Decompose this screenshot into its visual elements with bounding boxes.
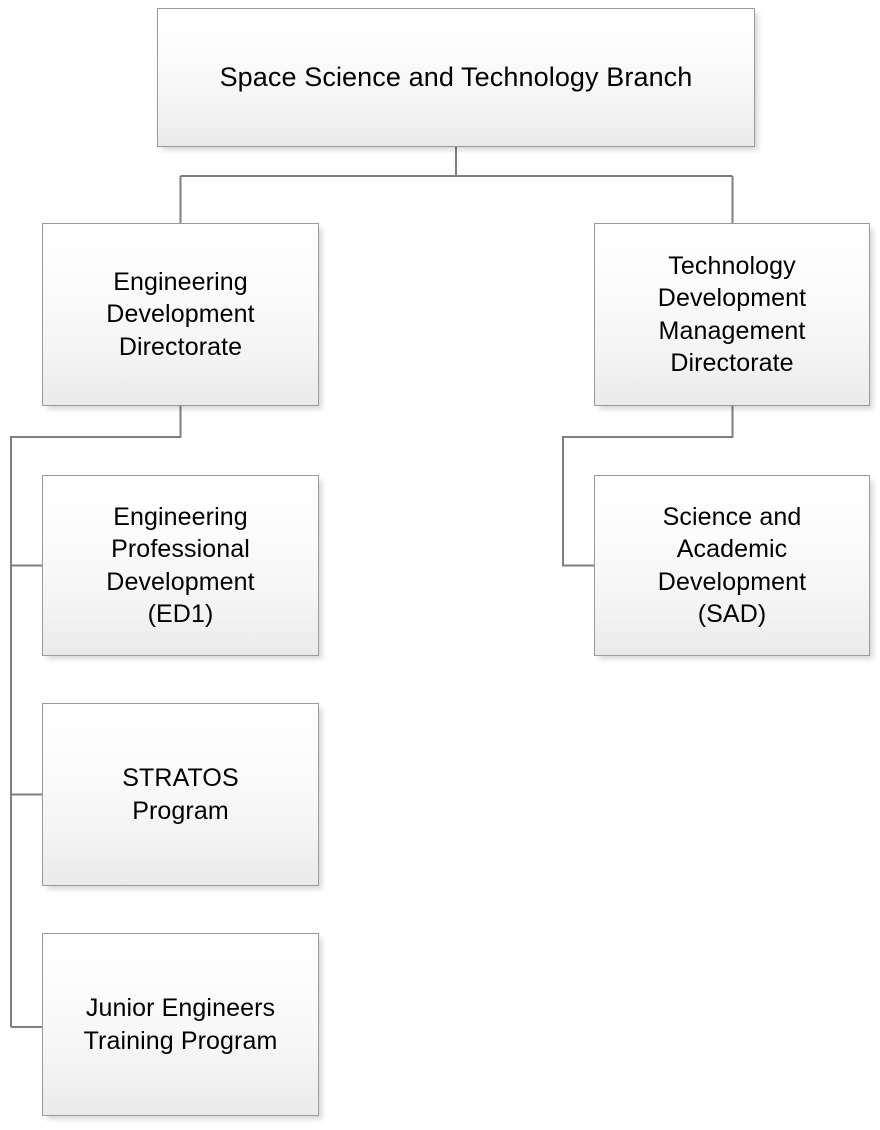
org-node-label: STRATOS Program	[122, 764, 239, 825]
org-node-space-science-and-technology-branch[interactable]: Space Science and Technology Branch	[157, 8, 755, 147]
org-node-technology-development-management-directorate[interactable]: Technology Development Management Direct…	[594, 223, 870, 406]
org-node-label: Science and Academic Development (SAD)	[657, 502, 807, 629]
org-node-junior-engineers-training-program[interactable]: Junior Engineers Training Program	[42, 933, 319, 1116]
org-node-label: Engineering Development Directorate	[106, 267, 255, 361]
org-node-science-and-academic-development[interactable]: Science and Academic Development (SAD)	[594, 475, 870, 656]
org-node-label: Technology Development Management Direct…	[657, 251, 807, 378]
org-node-engineering-professional-development[interactable]: Engineering Professional Development (ED…	[42, 475, 319, 656]
org-node-label: Junior Engineers Training Program	[83, 994, 278, 1055]
org-node-stratos-program[interactable]: STRATOS Program	[42, 703, 319, 886]
connector-root-to-directorates	[179, 147, 734, 223]
org-node-engineering-development-directorate[interactable]: Engineering Development Directorate	[42, 223, 319, 406]
org-node-label: Engineering Professional Development (ED…	[106, 502, 255, 629]
org-node-label: Space Science and Technology Branch	[219, 61, 693, 92]
